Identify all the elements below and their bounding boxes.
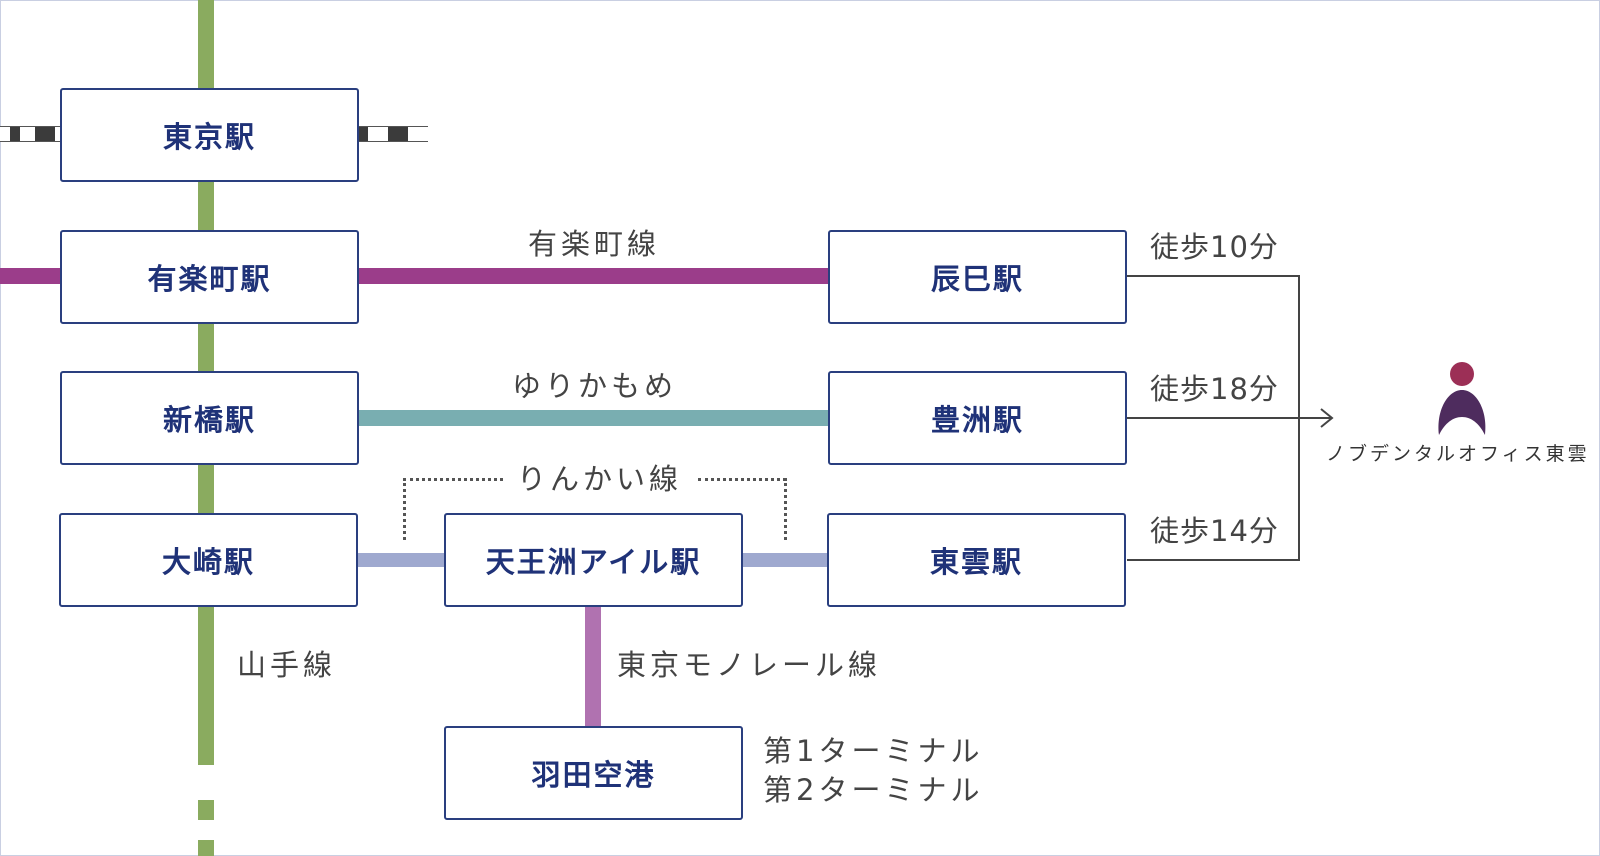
rinkai-dotted-right-vertical — [784, 478, 787, 540]
rinkai-line-west — [356, 553, 446, 567]
rinkai-dotted-left-vertical — [403, 478, 406, 540]
haneda-terminal-2: 第2ターミナル — [763, 773, 984, 807]
rail-track-left-icon — [0, 126, 60, 142]
walk-time-shinonome: 徒歩14分 — [1150, 514, 1279, 548]
monorail-line — [585, 603, 601, 728]
yurakucho-line-left — [0, 268, 62, 284]
station-shimbashi[interactable]: 新橋駅 — [60, 371, 359, 465]
rinkai-dotted-right-horizontal — [698, 478, 786, 481]
destination-name: ノブデンタルオフィス東雲 — [1326, 443, 1590, 465]
rinkai-dotted-left-horizontal — [403, 478, 503, 481]
yurakucho-line — [358, 268, 830, 284]
station-yurakucho[interactable]: 有楽町駅 — [60, 230, 359, 324]
yurikamome-line — [358, 410, 830, 426]
yamanote-line-dash-1 — [198, 800, 214, 820]
yamanote-line-dash-2 — [198, 840, 214, 856]
monorail-line-label: 東京モノレール線 — [617, 648, 882, 682]
yurikamome-line-label: ゆりかもめ — [512, 369, 678, 403]
station-haneda-airport[interactable]: 羽田空港 — [444, 726, 743, 820]
walk-time-tatsumi: 徒歩10分 — [1150, 230, 1279, 264]
station-tokyo[interactable]: 東京駅 — [60, 88, 359, 182]
yurakucho-line-label: 有楽町線 — [528, 227, 661, 261]
person-logo-icon — [1438, 362, 1486, 435]
station-tennozu-isle[interactable]: 天王洲アイル駅 — [444, 513, 743, 607]
rinkai-line-east — [742, 553, 830, 567]
yamanote-line-label: 山手線 — [237, 648, 337, 682]
station-osaki[interactable]: 大崎駅 — [59, 513, 358, 607]
rail-track-right-icon — [358, 126, 428, 142]
haneda-terminal-1: 第1ターミナル — [763, 734, 984, 768]
station-tatsumi[interactable]: 辰巳駅 — [828, 230, 1127, 324]
walk-time-toyosu: 徒歩18分 — [1150, 372, 1279, 406]
station-shinonome[interactable]: 東雲駅 — [827, 513, 1126, 607]
station-toyosu[interactable]: 豊洲駅 — [828, 371, 1127, 465]
rinkai-line-label: りんかい線 — [517, 462, 683, 496]
